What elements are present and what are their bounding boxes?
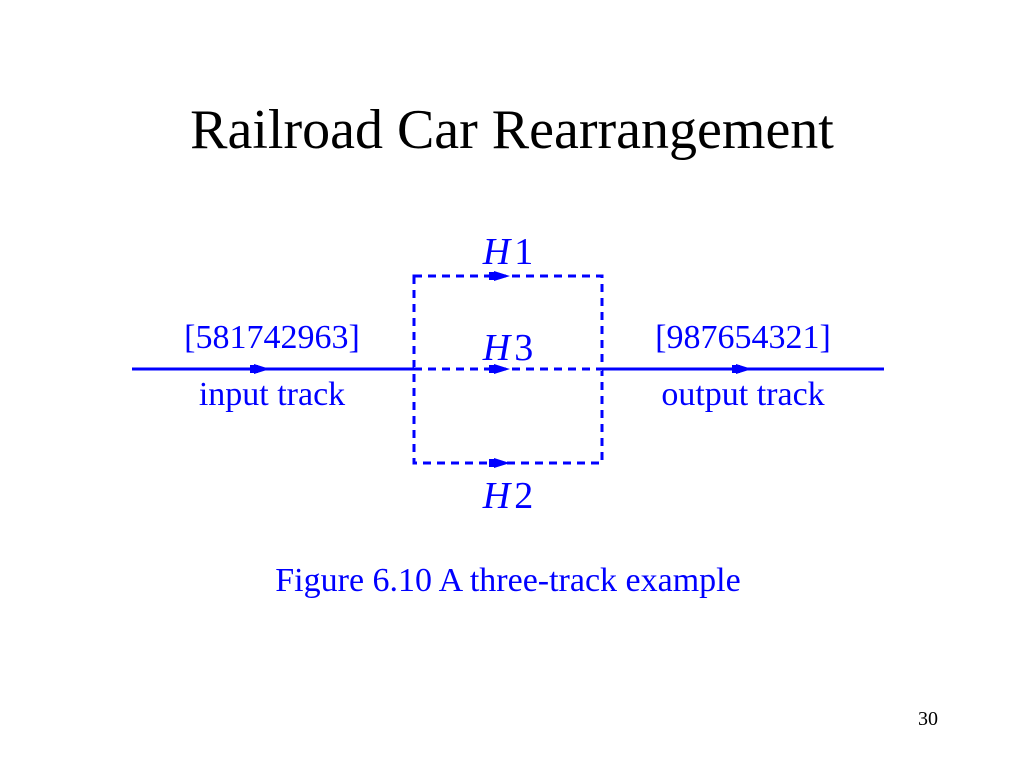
arrow-output-track-body — [732, 365, 740, 373]
h2-number: 2 — [514, 475, 533, 517]
output-sequence: [987654321] — [655, 319, 831, 356]
arrow-h3 — [494, 364, 510, 374]
arrow-input-track-body — [250, 365, 258, 373]
h1-prefix: H — [482, 231, 513, 273]
input-sequence: [581742963] — [184, 319, 360, 356]
arrow-h2-body — [489, 459, 497, 467]
h3-number: 3 — [514, 327, 533, 369]
page-number: 30 — [918, 708, 938, 730]
slide-title: Railroad Car Rearrangement — [190, 99, 834, 161]
h3-prefix: H — [482, 327, 513, 369]
arrow-h2 — [494, 458, 510, 468]
input-track-label: input track — [199, 376, 345, 413]
h1-number: 1 — [514, 231, 533, 273]
figure-caption: Figure 6.10 A three-track example — [275, 562, 740, 599]
output-track-label: output track — [661, 376, 824, 413]
arrow-h3-body — [489, 365, 497, 373]
h2-prefix: H — [482, 475, 513, 517]
arrow-h1 — [494, 271, 510, 281]
arrow-h1-body — [489, 272, 497, 280]
